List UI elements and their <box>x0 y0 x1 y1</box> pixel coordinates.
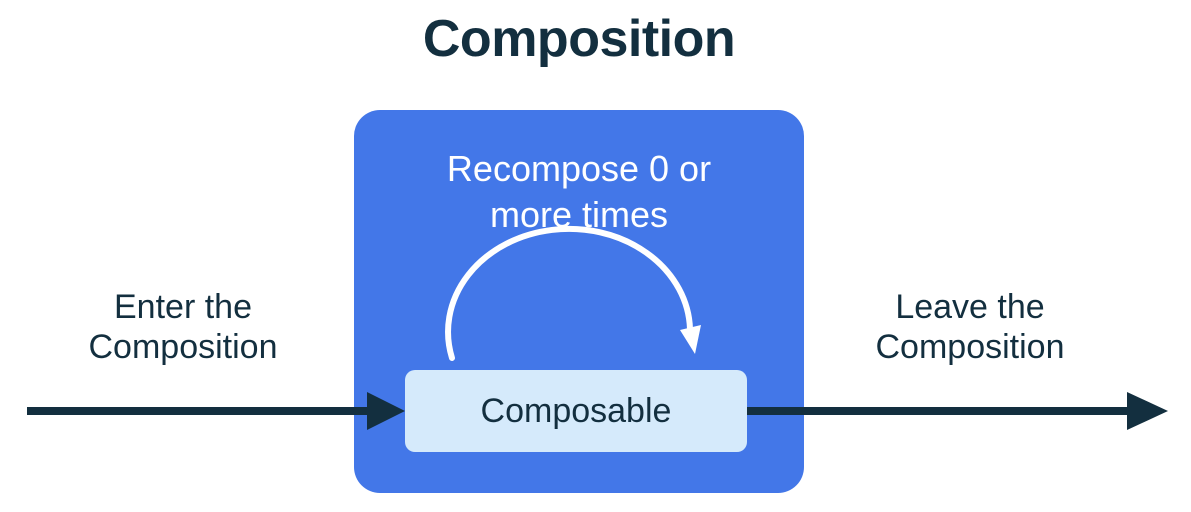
diagram-title: Composition <box>422 10 736 68</box>
leave-composition-label: Leave the Composition <box>875 288 1065 366</box>
recompose-label: Recompose 0 or more times <box>446 148 712 235</box>
enter-composition-label: Enter the Composition <box>88 288 278 366</box>
composable-label: Composable <box>480 391 672 430</box>
flow-arrow-right-icon <box>747 392 1168 430</box>
flow-arrow-left-icon <box>27 392 405 430</box>
composable-box: Composable <box>405 370 747 452</box>
